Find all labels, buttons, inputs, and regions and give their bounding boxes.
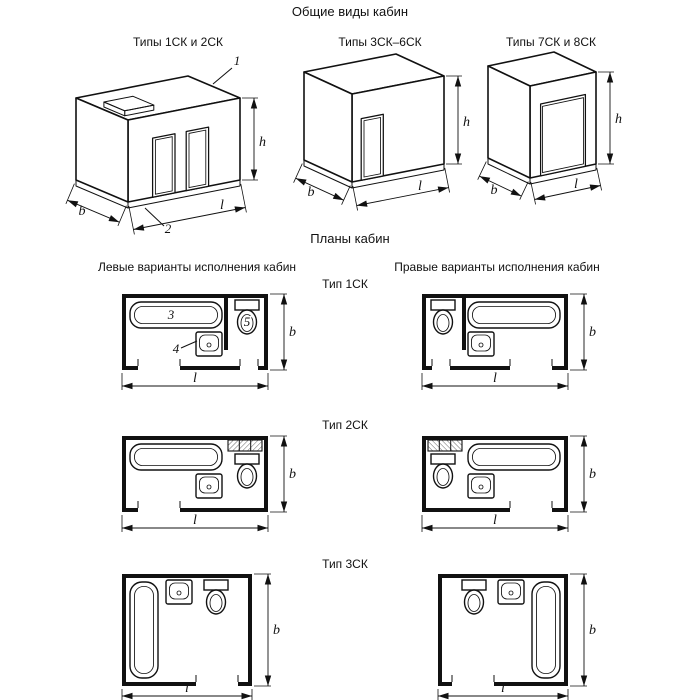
roof-vent-block	[103, 95, 155, 117]
dim-label-b: b	[308, 185, 315, 200]
door-opening-2	[185, 126, 210, 192]
dim-label-b: b	[79, 204, 86, 219]
washbasin	[195, 473, 223, 499]
washbasin	[165, 579, 193, 605]
dimension-h-view2: h	[446, 75, 470, 165]
svg-text:l: l	[193, 513, 197, 528]
dimension-l-plan3-left: l	[121, 681, 253, 700]
callout-5-toilet: 5	[244, 314, 251, 329]
dimension-l-plan2-left: l	[121, 513, 269, 532]
dimension-h-view1: h	[242, 97, 266, 181]
door-opening	[539, 93, 587, 177]
dimension-b-plan2-right: b	[570, 435, 596, 513]
dimension-l-plan1-right: l	[421, 371, 569, 390]
dimension-l-view3: l	[530, 167, 602, 205]
dim-label-h: h	[259, 135, 266, 150]
cabin-left-face	[303, 71, 353, 183]
cabin-left-face	[75, 97, 129, 203]
view2-label: Типы 3СК–6СК	[338, 35, 421, 49]
dimension-b-plan1-right: b	[570, 293, 596, 371]
dimension-l-plan2-right: l	[421, 513, 569, 532]
svg-text:l: l	[193, 371, 197, 386]
floor-plan-1sk-right	[421, 293, 569, 371]
dimension-l-plan1-left: l	[121, 371, 269, 390]
dim-label-l: l	[574, 177, 578, 192]
dimension-b-view2: b	[293, 163, 351, 205]
bathtub	[129, 301, 223, 329]
callout-4-washbasin: 4	[173, 341, 180, 356]
plan1-left-callouts: 3 4 5	[167, 307, 253, 358]
callout-3-bath: 3	[167, 307, 175, 322]
dimension-l-view2: l	[352, 167, 450, 211]
svg-text:b: b	[289, 325, 296, 340]
door-opening-1	[151, 133, 176, 198]
walls	[122, 294, 268, 370]
walls	[122, 574, 252, 686]
dim-label-l: l	[220, 198, 224, 213]
isometric-view-types-3sk-6sk: h l b	[293, 53, 470, 211]
dimension-l-view1: l	[128, 183, 247, 235]
section-title-plans: Планы кабин	[310, 231, 389, 246]
callout-2-pallet: 2	[144, 207, 172, 236]
dim-label-l: l	[418, 179, 422, 194]
type1-label: Тип 1СК	[322, 277, 368, 291]
toilet	[234, 453, 260, 489]
floor-plan-3sk-right	[437, 573, 569, 687]
floor-plan-2sk-right	[421, 435, 569, 513]
svg-text:l: l	[493, 513, 497, 528]
floor-plan-1sk-left	[122, 294, 268, 370]
pallet-base	[303, 160, 445, 189]
cabin-left-face	[487, 65, 531, 179]
isometric-view-types-7sk-8sk: h l b	[477, 51, 622, 205]
section-title-general-views: Общие виды кабин	[292, 4, 408, 19]
toilet	[234, 299, 260, 335]
svg-text:l: l	[501, 681, 505, 696]
type2-label: Тип 2СК	[322, 418, 368, 432]
dimension-b-plan3-left: b	[254, 573, 280, 687]
pallet-base	[487, 158, 597, 185]
vent-block	[227, 439, 263, 452]
dim-label-b: b	[491, 183, 498, 198]
header-left-variants: Левые варианты исполнения кабин	[98, 260, 296, 274]
bathtub	[129, 581, 159, 679]
dimension-b-plan3-right: b	[570, 573, 596, 687]
toilet	[203, 579, 229, 615]
dim-label-h: h	[615, 112, 622, 127]
svg-text:l: l	[185, 681, 189, 696]
washbasin	[195, 331, 223, 357]
floor-plan-3sk-left	[122, 574, 252, 686]
svg-text:b: b	[589, 325, 596, 340]
type3-label: Тип 3СК	[322, 557, 368, 571]
callout-1-cabin: 1	[212, 53, 241, 85]
dimension-b-view1: b	[65, 183, 127, 227]
pallet-base	[75, 180, 241, 209]
dimension-b-plan1-left: b	[270, 293, 296, 371]
bathtub	[129, 443, 223, 471]
header-right-variants: Правые варианты исполнения кабин	[394, 260, 600, 274]
isometric-view-types-1sk-2sk: h l b 1 2	[65, 53, 266, 236]
svg-text:b: b	[589, 623, 596, 638]
dimension-b-view3: b	[477, 161, 529, 200]
svg-text:b: b	[289, 467, 296, 482]
svg-text:b: b	[589, 467, 596, 482]
dimension-b-plan2-left: b	[270, 435, 296, 513]
floor-plan-2sk-left	[122, 436, 268, 512]
view1-label: Типы 1СК и 2СК	[133, 35, 223, 49]
dimension-h-view3: h	[598, 71, 622, 165]
svg-text:2: 2	[165, 221, 172, 236]
svg-text:1: 1	[234, 53, 241, 68]
dimension-l-plan3-right: l	[437, 681, 569, 700]
walls	[122, 436, 268, 512]
svg-text:b: b	[273, 623, 280, 638]
door-opening	[360, 113, 384, 181]
svg-text:l: l	[493, 371, 497, 386]
view3-label: Типы 7СК и 8СК	[506, 35, 596, 49]
dim-label-h: h	[463, 115, 470, 130]
